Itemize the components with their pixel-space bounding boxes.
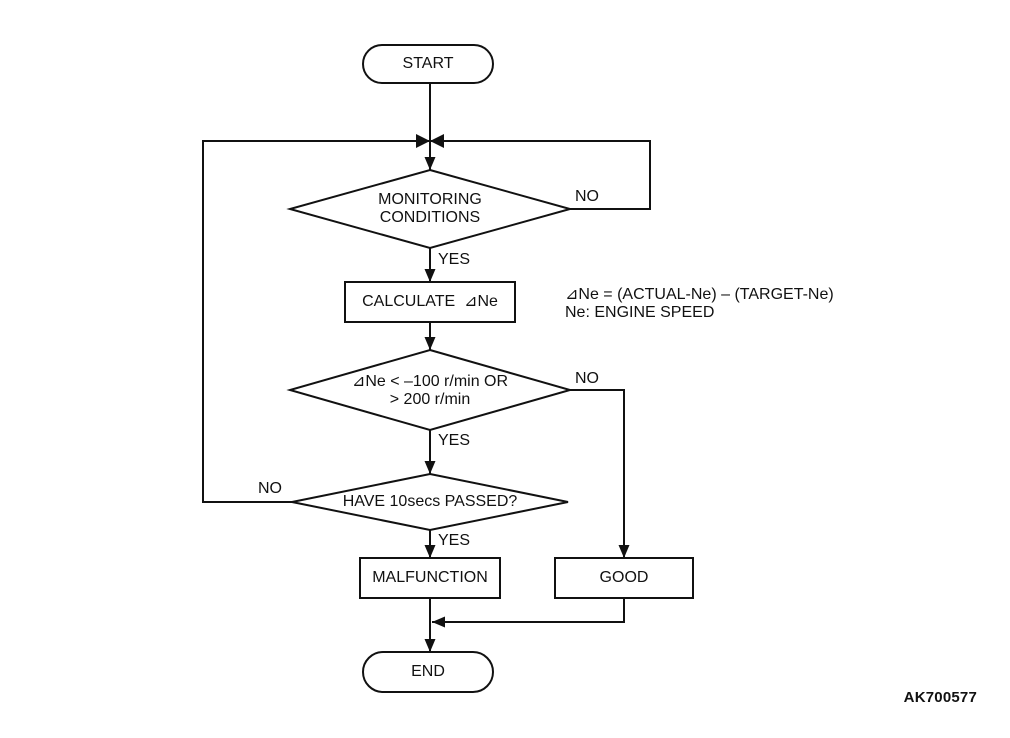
end-in-arrowhead — [424, 639, 436, 652]
timer-no-label: NO — [258, 480, 282, 497]
edge-monitoring-no-loop — [430, 140, 651, 210]
malfunction-in-arrowhead — [424, 545, 436, 558]
delta-ne-note: ⊿Ne = (ACTUAL-Ne) – (TARGET-Ne) Ne: ENGI… — [565, 286, 834, 321]
arrowheads — [416, 134, 630, 652]
monitoring-no-label: NO — [575, 188, 599, 205]
calculate-process-box — [344, 281, 516, 323]
merge-left-arrowhead — [432, 616, 445, 628]
edge-good-merge — [432, 598, 625, 623]
monitoring-yes-label: YES — [438, 251, 471, 268]
good-in-arrowhead — [618, 545, 630, 558]
malfunction-label: MALFUNCTION — [372, 569, 488, 586]
malfunction-result-box — [359, 557, 501, 599]
end-label: END — [411, 663, 445, 680]
timer-decision-label: HAVE 10secs PASSED? — [342, 493, 518, 510]
edge-threshold-no — [570, 389, 625, 558]
timer-decision-diamond — [291, 472, 569, 532]
calculate-in-arrowhead — [424, 269, 436, 282]
threshold-in-arrowhead — [424, 337, 436, 350]
good-label: GOOD — [599, 569, 649, 586]
timer-in-arrowhead — [424, 461, 436, 474]
end-terminator-shape — [362, 651, 494, 693]
threshold-no-label: NO — [575, 370, 599, 387]
calculate-process-label: CALCULATE ⊿Ne — [362, 293, 498, 310]
threshold-decision-label: ⊿Ne < –100 r/min OR > 200 r/min — [351, 373, 509, 408]
junction-right-arrowhead — [416, 134, 430, 148]
threshold-decision-diamond — [286, 348, 574, 432]
junction-left-arrowhead — [430, 134, 444, 148]
monitoring-decision-diamond — [286, 168, 574, 250]
edge-timer-no-loop — [202, 140, 430, 503]
monitoring-decision-label: MONITORING CONDITIONS — [378, 191, 482, 226]
figure-id: AK700577 — [903, 689, 977, 706]
monitoring-in-arrowhead — [424, 157, 436, 170]
good-result-box — [554, 557, 694, 599]
start-terminator-shape — [362, 44, 494, 84]
timer-yes-label: YES — [438, 532, 471, 549]
threshold-yes-label: YES — [438, 432, 471, 449]
start-label: START — [402, 55, 454, 72]
